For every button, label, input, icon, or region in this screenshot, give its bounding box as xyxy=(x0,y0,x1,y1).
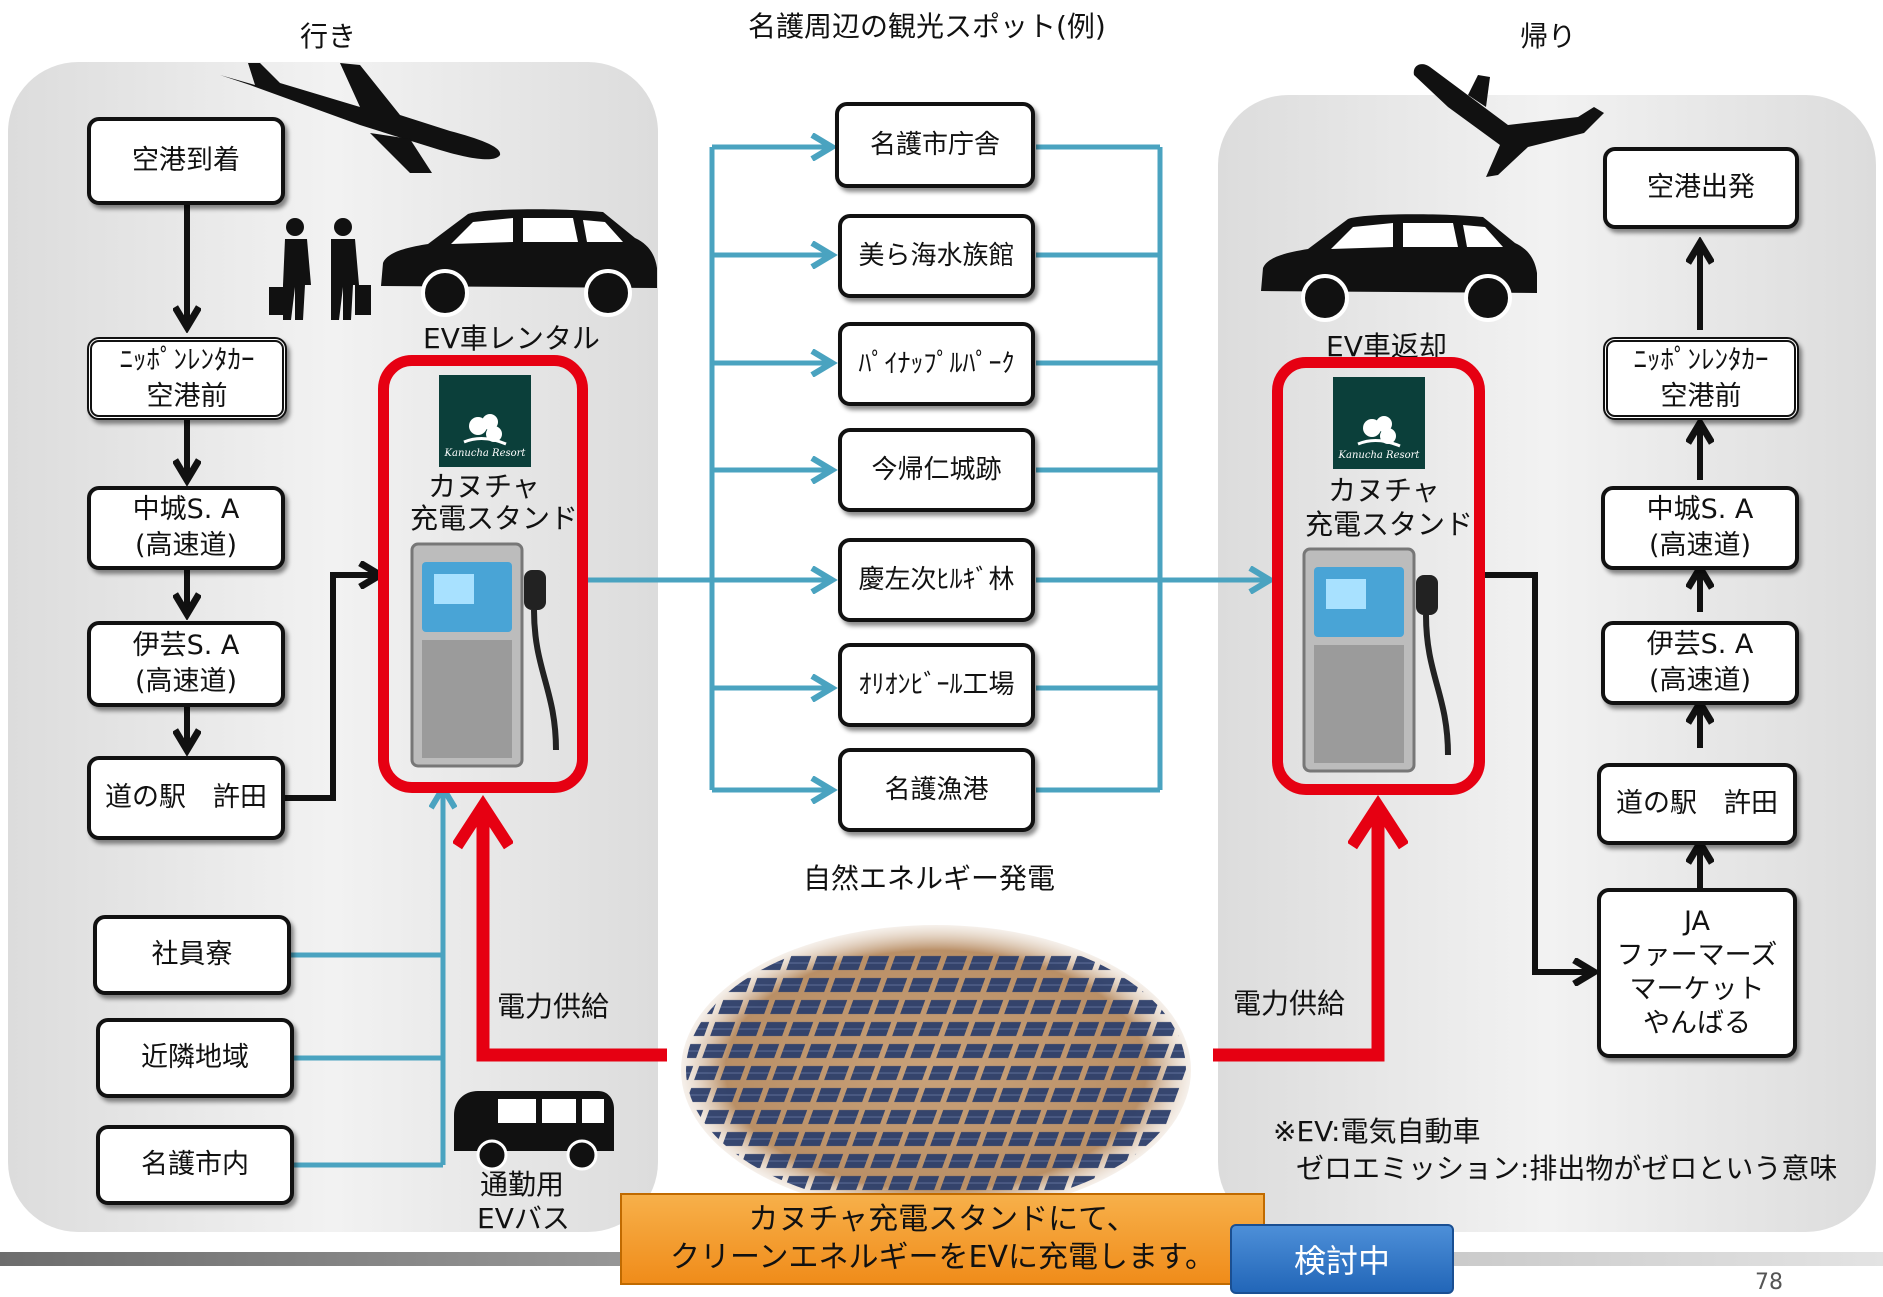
spot-label: 慶左次ﾋﾙｷﾞ林 xyxy=(858,565,1015,595)
bus-label-line1: 通勤用 xyxy=(480,1168,565,1201)
kanucha-logo-text: Kanucha Resort xyxy=(444,448,526,459)
flower-icon xyxy=(463,414,507,446)
travelers-icon xyxy=(269,218,371,320)
arrow-station-to-ja xyxy=(1478,572,1592,972)
under-review-badge[interactable]: 検討中 xyxy=(1230,1224,1454,1294)
rental-office-line2: 空港前 xyxy=(146,380,228,412)
nearby-area-label: 近隣地域 xyxy=(141,1042,249,1073)
right-power-supply-label: 電力供給 xyxy=(1233,987,1346,1020)
ja-market-line2: ファーマーズ xyxy=(1616,940,1778,971)
dorm-label: 社員寮 xyxy=(151,939,233,970)
ev-charger-icon xyxy=(1302,547,1451,773)
spot-nakijin-castle: 今帰仁城跡 xyxy=(838,428,1035,512)
michinoeki-label: 道の駅 許田 xyxy=(105,782,267,813)
left-station-line2: 充電スタンド xyxy=(410,502,579,535)
commuter-bus-icon xyxy=(454,1091,614,1171)
callout-line1: カヌチャ充電スタンドにて、 xyxy=(748,1202,1137,1237)
rental-office-box: ﾆｯﾎﾟﾝﾚﾝﾀｶｰ 空港前 xyxy=(87,337,287,420)
airport-departure-label: 空港出発 xyxy=(1647,172,1755,203)
return-nakagusuku-sa-box: 中城S. A (高速道) xyxy=(1601,486,1799,570)
airport-arrival-box: 空港到着 xyxy=(87,117,285,205)
nago-city-label: 名護市内 xyxy=(141,1149,249,1180)
rental-office-line1: ﾆｯﾎﾟﾝﾚﾝﾀｶｰ xyxy=(119,344,255,376)
ige-sa-line1: 伊芸S. A xyxy=(132,630,240,661)
solar-label: 自然エネルギー発電 xyxy=(803,862,1056,895)
right-station-line2: 充電スタンド xyxy=(1305,508,1474,541)
left-power-supply-label: 電力供給 xyxy=(497,990,610,1023)
return-rental-line1: ﾆｯﾎﾟﾝﾚﾝﾀｶｰ xyxy=(1633,344,1769,376)
ev-definition-note: ※EV:電気自動車 xyxy=(1273,1115,1481,1148)
spot-label: 今帰仁城跡 xyxy=(871,455,1002,485)
ev-charger-icon xyxy=(410,542,559,768)
spot-churaumi-aquarium: 美ら海水族館 xyxy=(838,214,1035,298)
spot-label: 美ら海水族館 xyxy=(858,241,1015,271)
dorm-box: 社員寮 xyxy=(93,915,291,995)
arrow-michinoeki-to-station xyxy=(285,575,378,801)
right-charging-station-frame xyxy=(1272,357,1485,795)
nearby-area-box: 近隣地域 xyxy=(96,1018,294,1098)
power-arrow-right xyxy=(1213,810,1378,1062)
page-number: 78 xyxy=(1755,1270,1783,1295)
left-station-line1: カヌチャ xyxy=(428,470,540,503)
michinoeki-box: 道の駅 許田 xyxy=(87,756,285,840)
outbound-heading: 行き xyxy=(300,20,357,53)
return-rental-line2: 空港前 xyxy=(1660,380,1742,412)
flower-icon xyxy=(1357,416,1401,448)
spot-nago-fishing-port: 名護漁港 xyxy=(838,748,1035,832)
left-charging-station-frame xyxy=(378,355,588,793)
return-nakagusuku-line1: 中城S. A xyxy=(1646,494,1754,525)
right-station-line1: カヌチャ xyxy=(1328,474,1440,507)
power-arrow-left xyxy=(483,810,667,1062)
kanucha-logo: Kanucha Resort xyxy=(439,375,531,467)
rental-car-icon xyxy=(381,209,657,317)
return-ige-sa-box: 伊芸S. A (高速道) xyxy=(1601,621,1799,705)
ja-market-line4: やんばる xyxy=(1643,1008,1751,1039)
nakagusuku-sa-box: 中城S. A (高速道) xyxy=(87,486,285,570)
spot-pineapple-park: ﾊﾟｲﾅｯﾌﾟﾙﾊﾟｰｸ xyxy=(838,322,1035,406)
nakagusuku-sa-line2: (高速道) xyxy=(134,530,238,561)
callout-line2: クリーンエネルギーをEVに充電します。 xyxy=(670,1240,1215,1275)
spot-label: ﾊﾟｲﾅｯﾌﾟﾙﾊﾟｰｸ xyxy=(858,349,1015,379)
ja-market-line1: JA xyxy=(1684,906,1710,937)
kanucha-logo: Kanucha Resort xyxy=(1333,377,1425,469)
solar-farm-image xyxy=(681,925,1191,1210)
spot-nago-city-hall: 名護市庁舎 xyxy=(835,102,1035,188)
kanucha-logo-text: Kanucha Resort xyxy=(1338,450,1420,461)
spot-label: 名護市庁舎 xyxy=(869,130,1000,160)
spot-gesashi-forest: 慶左次ﾋﾙｷﾞ林 xyxy=(838,538,1035,622)
return-ige-line2: (高速道) xyxy=(1648,665,1752,696)
spot-label: ｵﾘｵﾝﾋﾞｰﾙ工場 xyxy=(858,670,1015,700)
return-michinoeki-box: 道の駅 許田 xyxy=(1597,763,1797,845)
airport-departure-box: 空港出発 xyxy=(1603,147,1799,229)
return-michinoeki-label: 道の駅 許田 xyxy=(1616,788,1778,819)
return-ige-line1: 伊芸S. A xyxy=(1646,629,1754,660)
airplane-arrival-icon xyxy=(220,63,501,173)
bus-label-line2: EVバス xyxy=(477,1202,570,1235)
return-heading: 帰り xyxy=(1520,20,1577,53)
nakagusuku-sa-line1: 中城S. A xyxy=(132,494,240,525)
ja-market-line3: マーケット xyxy=(1629,974,1765,1005)
nago-city-box: 名護市内 xyxy=(96,1125,294,1205)
ige-sa-box: 伊芸S. A (高速道) xyxy=(87,621,285,707)
spots-heading: 名護周辺の観光スポット(例) xyxy=(748,10,1106,43)
charging-callout: カヌチャ充電スタンドにて、 クリーンエネルギーをEVに充電します。 xyxy=(620,1193,1265,1285)
spot-label: 名護漁港 xyxy=(884,775,989,805)
airplane-departure-icon xyxy=(1413,64,1604,177)
zero-emission-note: ゼロエミッション:排出物がゼロという意味 xyxy=(1296,1152,1838,1185)
return-rental-office-box: ﾆｯﾎﾟﾝﾚﾝﾀｶｰ 空港前 xyxy=(1603,337,1799,420)
airport-arrival-label: 空港到着 xyxy=(132,145,240,176)
spot-orion-brewery: ｵﾘｵﾝﾋﾞｰﾙ工場 xyxy=(838,643,1035,727)
ev-rental-label: EV車レンタル xyxy=(423,322,600,355)
ja-market-box: JA ファーマーズ マーケット やんばる xyxy=(1597,888,1797,1058)
return-car-icon xyxy=(1261,214,1537,322)
return-nakagusuku-line2: (高速道) xyxy=(1648,530,1752,561)
ige-sa-line2: (高速道) xyxy=(134,666,238,697)
